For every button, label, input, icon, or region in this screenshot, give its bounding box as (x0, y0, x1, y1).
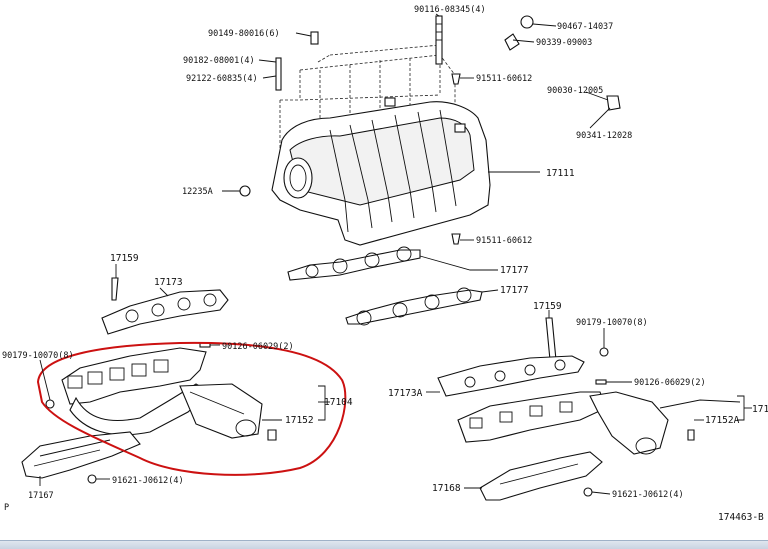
label-17159-right: 17159 (533, 301, 562, 312)
label-17152a: 17152A (705, 415, 740, 426)
label-91621-left: 91621-J0612(4) (112, 476, 184, 486)
label-90116: 90116-08345(4) (414, 5, 486, 15)
label-91511-bottom: 91511-60612 (476, 236, 532, 246)
label-17104: 17104 (324, 397, 353, 408)
label-171: 171 (752, 404, 768, 415)
label-17168: 17168 (432, 483, 461, 494)
label-90149: 90149-80016(6) (208, 29, 280, 39)
part-labels: 90116-08345(4) 90467-14037 90339-09003 9… (2, 5, 768, 523)
label-92122: 92122-60835(4) (186, 74, 258, 84)
label-90179-left: 90179-10070(8) (2, 351, 74, 361)
label-17173a: 17173A (388, 388, 423, 399)
intake-gaskets (287, 246, 483, 326)
label-90467: 90467-14037 (557, 22, 613, 32)
highlight-circle (36, 341, 347, 476)
label-90179-right: 90179-10070(8) (576, 318, 648, 328)
label-90339: 90339-09003 (536, 38, 592, 48)
diagram-id: 174463-B (718, 512, 764, 523)
label-91621-right: 91621-J0612(4) (612, 490, 684, 500)
label-90341: 90341-12028 (576, 131, 632, 141)
label-17152: 17152 (285, 415, 314, 426)
label-17177-upper: 17177 (500, 265, 529, 276)
label-17167: 17167 (28, 491, 54, 501)
right-exhaust-manifold-group (437, 317, 745, 501)
label-17177-lower: 17177 (500, 285, 529, 296)
corner-mark: P (4, 503, 9, 513)
window-bottom-edge (0, 540, 768, 549)
label-90126-right: 90126-06029(2) (634, 378, 706, 388)
label-90182: 90182-08001(4) (183, 56, 255, 66)
label-12235a: 12235A (182, 187, 213, 197)
label-90030: 90030-12005 (547, 86, 603, 96)
label-17173: 17173 (154, 277, 183, 288)
left-exhaust-manifold-group (21, 277, 326, 484)
leader-lines (39, 13, 752, 495)
label-90126-left: 90126-06029(2) (222, 342, 294, 352)
top-fasteners (239, 15, 621, 245)
intake-manifold (271, 44, 491, 246)
label-17111: 17111 (546, 168, 575, 179)
label-91511-top: 91511-60612 (476, 74, 532, 84)
label-17159-left: 17159 (110, 253, 139, 264)
